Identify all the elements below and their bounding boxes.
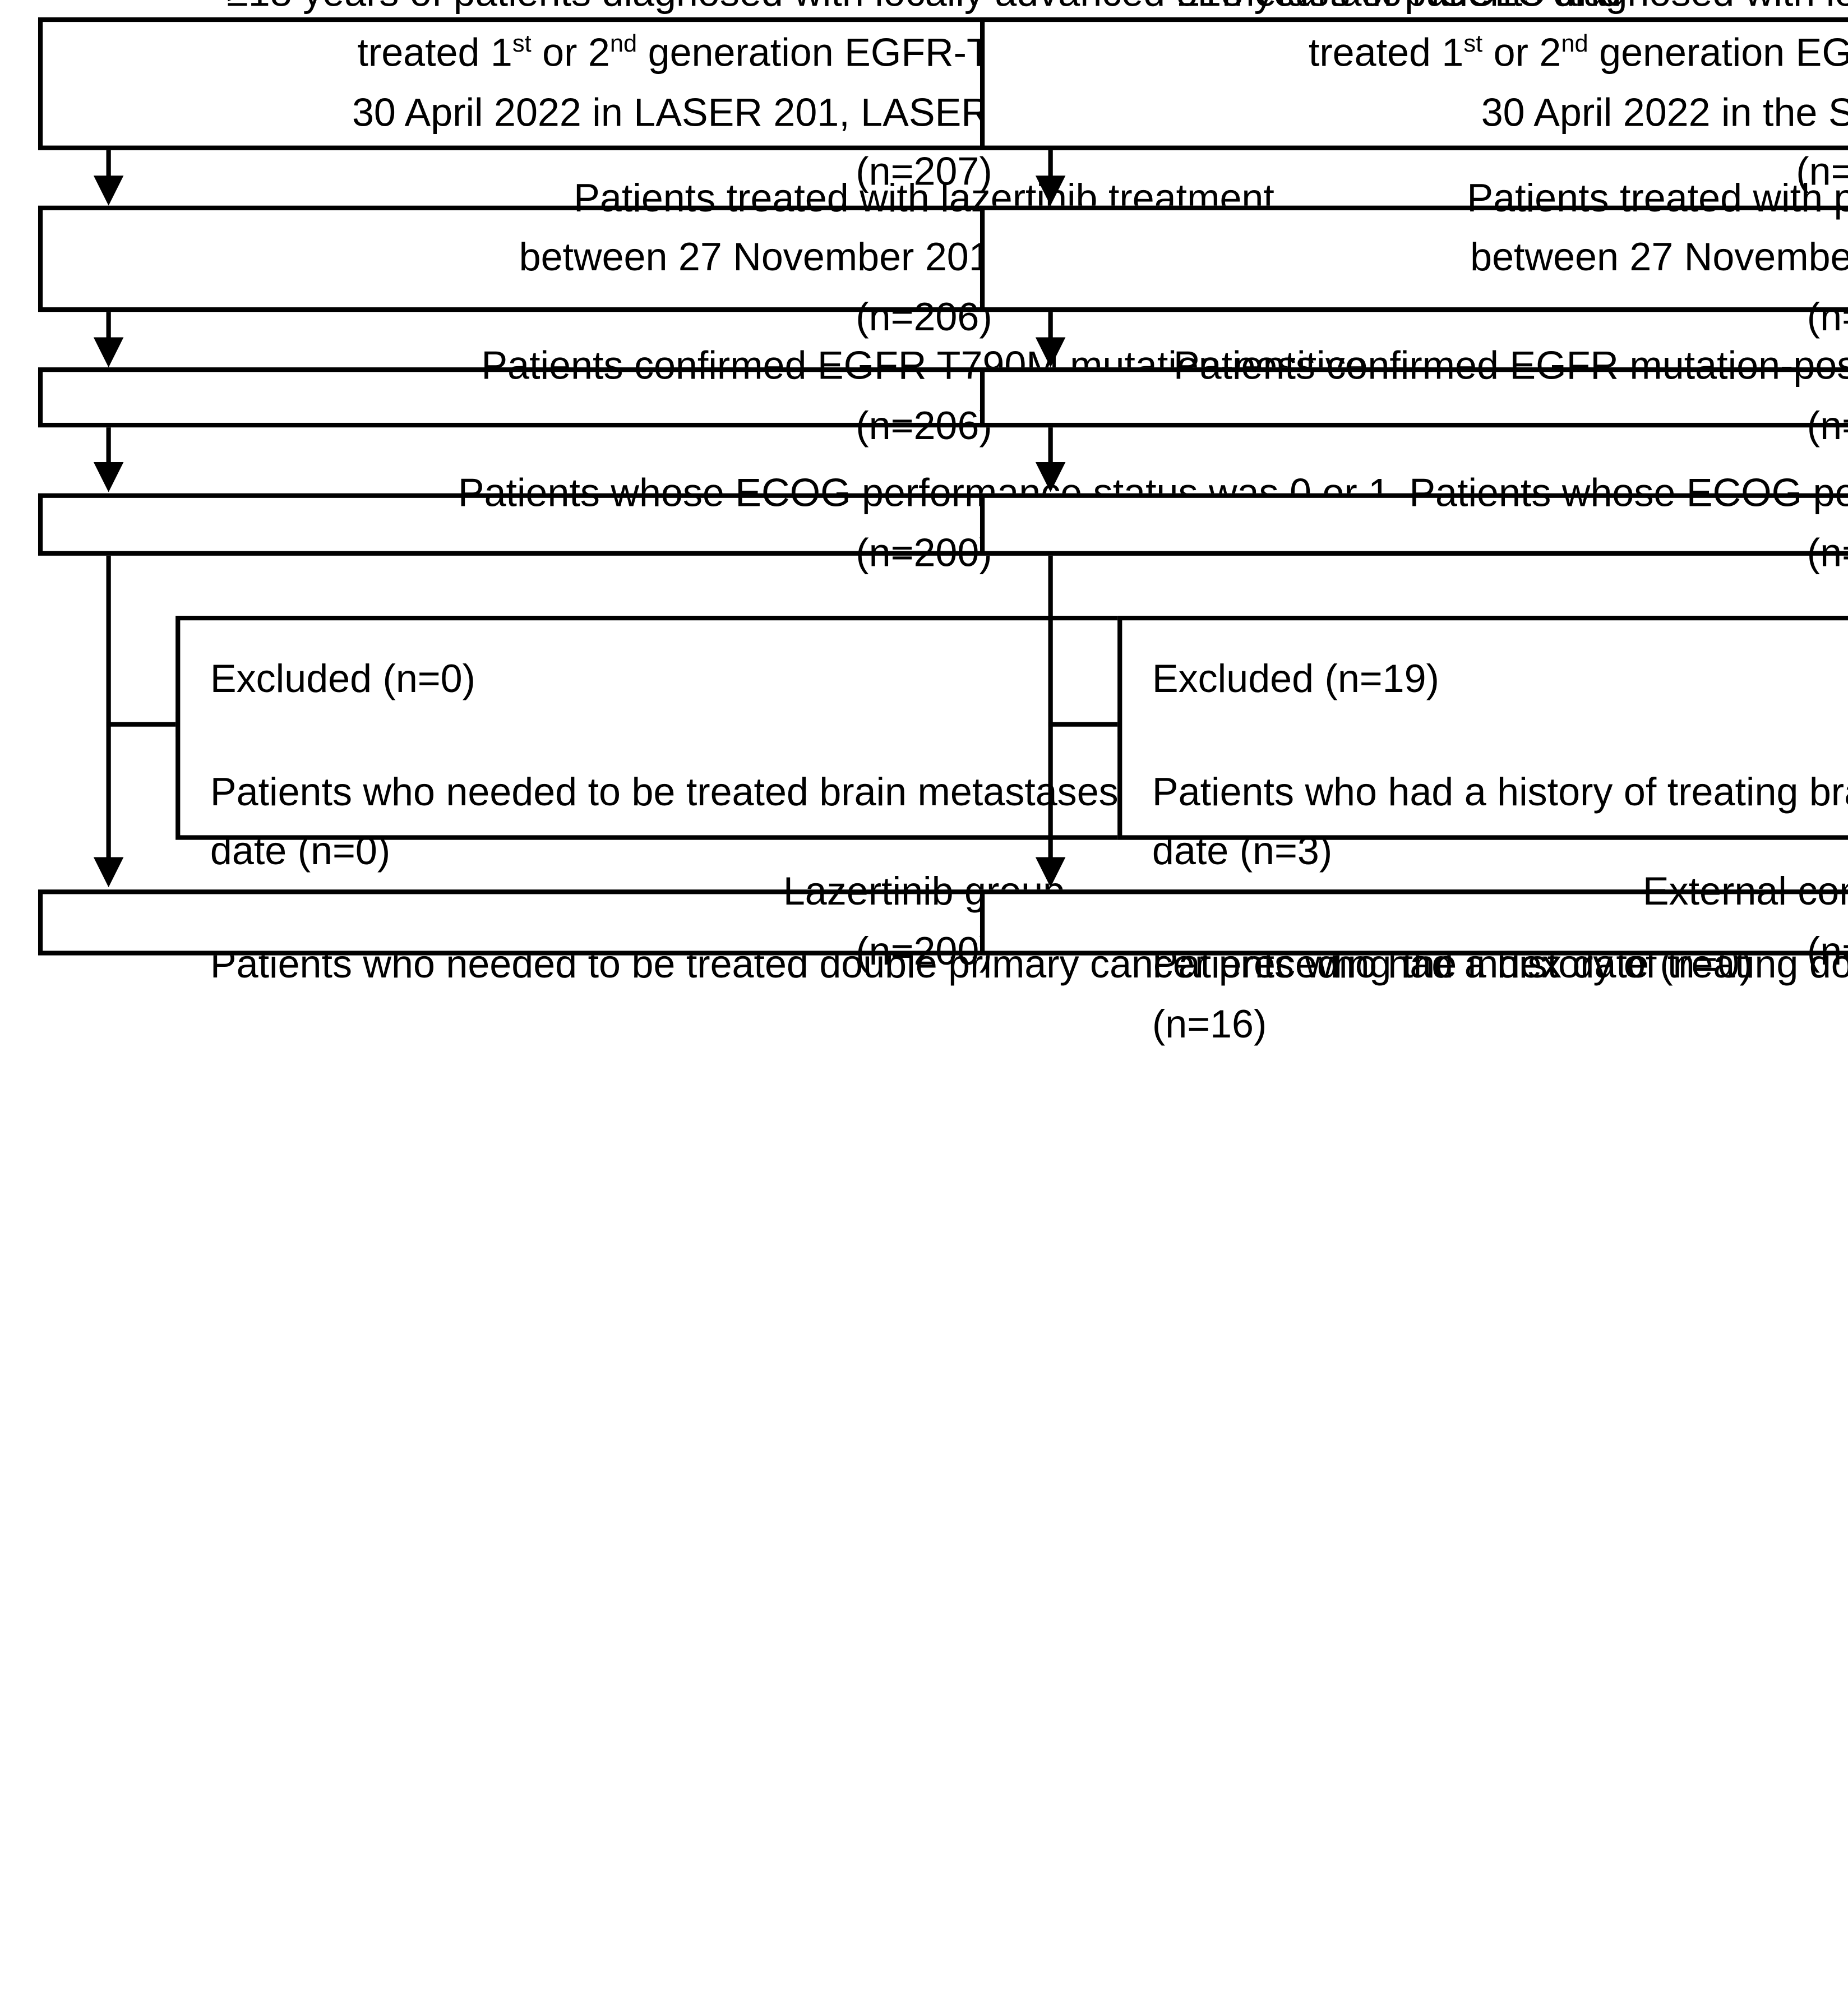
connector-line <box>1048 427 1053 483</box>
node-line: between 27 November 2015 and 30 April 20… <box>1470 236 1848 280</box>
node-count: (n=206) <box>856 404 992 449</box>
node-line: treated 1st or 2nd generation EGFR-TKI b… <box>1308 30 1848 75</box>
connector-arrowhead <box>93 176 124 206</box>
connector-arrowhead <box>93 462 124 492</box>
node-count: (n=200) <box>856 929 992 974</box>
connector-line <box>1048 150 1053 197</box>
node-source-population: ≥18 years of patients diagnosed with loc… <box>980 0 1848 194</box>
flow-column-comparator: ≥18 years of patients diagnosed with loc… <box>942 0 1848 2011</box>
connector-line-trunk <box>106 555 111 868</box>
connector-line <box>1048 312 1053 358</box>
node-count: (n=395) <box>1807 296 1848 340</box>
node-line: 30 April 2022 in the Samsung Medical Cen… <box>1481 90 1848 135</box>
flow-diagram: ≥18 years of patients diagnosed with loc… <box>38 0 1848 1046</box>
connector-arrowhead <box>1035 857 1066 888</box>
connector-arrowhead <box>93 337 124 368</box>
node-count: (n=353) <box>1807 531 1848 575</box>
node-treatment: Patients treated with pemetrexed plus pl… <box>980 176 1848 339</box>
connector-line <box>106 427 111 483</box>
excluded-reason: Patients who had a history of treating b… <box>1152 770 1848 874</box>
node-count: (n=200) <box>856 531 992 575</box>
excluded-heading: Excluded (n=0) <box>210 657 475 702</box>
node-line: Patients whose ECOG performance status w… <box>1409 472 1848 516</box>
connector-arrowhead <box>93 857 124 888</box>
node-line: ≥18 years of patients diagnosed with loc… <box>227 0 1621 24</box>
node-excluded: Excluded (n=19) Patients who had a histo… <box>1117 615 1848 1046</box>
node-ecog-status: Patients whose ECOG performance status w… <box>980 472 1848 575</box>
node-count: (n=206) <box>856 296 992 340</box>
connector-line <box>106 150 111 197</box>
node-count: (n=334) <box>1807 929 1848 974</box>
connector-arrowhead <box>1035 462 1066 492</box>
connector-arrowhead <box>1035 337 1066 368</box>
node-count: (n=2189) <box>1796 150 1848 195</box>
node-line: ≥18 years of patients diagnosed with loc… <box>1178 0 1848 24</box>
node-count: (n=359) <box>1807 404 1848 449</box>
node-line: External comparator group <box>1642 869 1848 914</box>
connector-branch <box>1048 722 1120 727</box>
node-count: (n=207) <box>856 150 992 195</box>
connector-line <box>106 312 111 358</box>
connector-arrowhead <box>1035 176 1066 206</box>
node-mutation-status: Patients confirmed EGFR mutation-positiv… <box>980 345 1848 448</box>
connector-branch <box>106 722 178 727</box>
node-line: Patients confirmed EGFR mutation-positiv… <box>1173 344 1848 389</box>
node-final-group: External comparator group (n=334) <box>980 870 1848 974</box>
excluded-heading: Excluded (n=19) <box>1152 657 1439 702</box>
node-line: Patients treated with pemetrexed plus pl… <box>1467 176 1848 220</box>
connector-line-trunk <box>1048 555 1053 868</box>
